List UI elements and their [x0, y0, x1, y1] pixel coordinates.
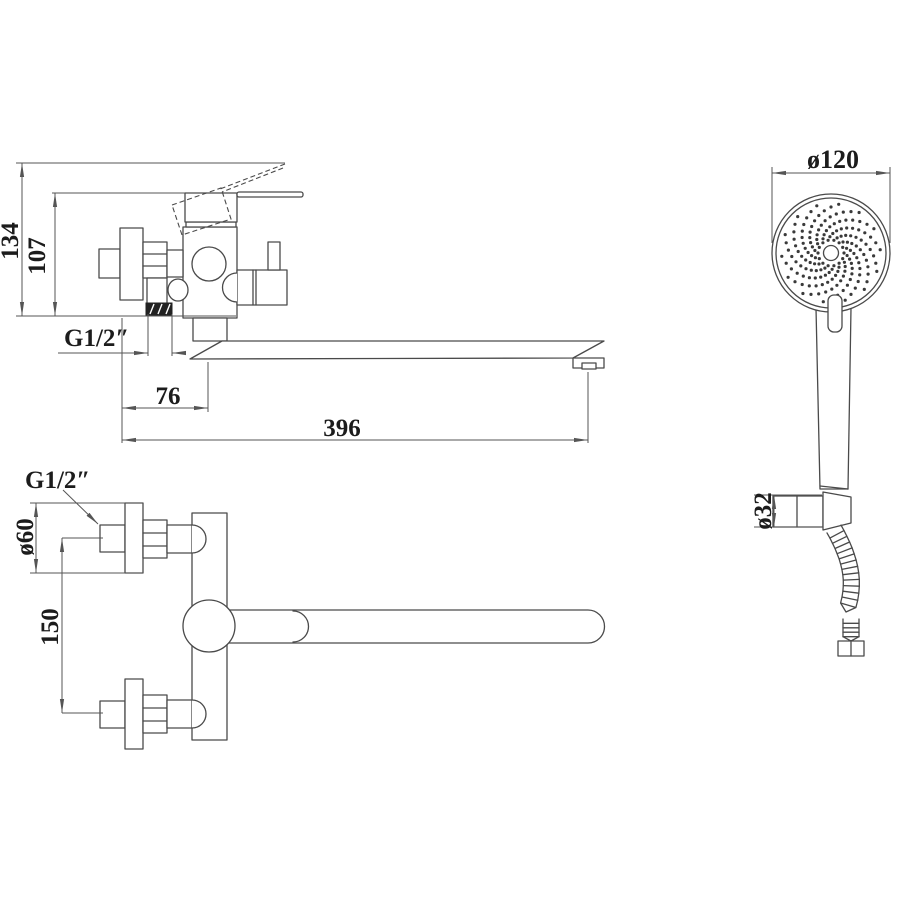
dim-head-diameter: ø120	[807, 145, 859, 174]
handle-raised-phantom	[171, 163, 286, 236]
shower-handle	[815, 307, 852, 490]
spout-front	[214, 609, 606, 644]
side-view-dimensions	[16, 162, 589, 443]
dim-wall-to-spout-axis: 76	[156, 383, 181, 410]
check-valve	[167, 278, 189, 302]
dim-total-height: 134	[0, 222, 24, 260]
union-barrel	[146, 277, 168, 305]
inlet-bottom	[99, 678, 207, 750]
cartridge-circle	[191, 246, 227, 282]
front-view-dimensions	[30, 489, 143, 714]
aerator	[572, 357, 605, 370]
shower-assembly: ø120 ø32	[750, 145, 891, 657]
shower-dimensions	[754, 167, 891, 528]
shower-hose	[826, 524, 860, 613]
inlet-pipe	[166, 249, 184, 278]
spout-ball-joint	[182, 599, 236, 653]
spout-collar	[292, 610, 310, 643]
mode-switch-lever	[827, 294, 843, 333]
spray-center	[822, 244, 840, 262]
diverter-knob	[267, 241, 281, 271]
union-nut	[142, 241, 168, 279]
inlet-top	[99, 502, 207, 574]
dim-inlet-thread-side: G1/2″	[64, 325, 129, 352]
spray-nozzle-dots	[780, 202, 882, 304]
wall-escutcheon	[119, 227, 144, 301]
dim-spout-reach: 396	[323, 415, 361, 442]
handle-collar	[185, 221, 237, 228]
front-view: G1/2″ ø60 150	[12, 467, 606, 750]
dim-inlet-centers: 150	[37, 608, 64, 646]
side-view: 134 107 G1/2″ 76 396	[0, 162, 605, 443]
spout-connector	[192, 317, 228, 342]
diverter	[221, 241, 288, 306]
inlet-thread	[145, 302, 173, 316]
spout-side	[189, 340, 605, 360]
shower-hose-end	[842, 618, 860, 642]
hose-nut	[837, 640, 865, 657]
handle-base	[184, 192, 238, 223]
dim-escutcheon-diameter: ø60	[12, 518, 39, 556]
wall-holder	[772, 491, 852, 531]
dim-inlet-thread-front: G1/2″	[25, 467, 90, 494]
dim-spout-height: 107	[24, 237, 51, 275]
wall-stub	[98, 248, 121, 279]
dim-holder-diameter: ø32	[750, 492, 777, 530]
handle-lever	[236, 191, 304, 198]
